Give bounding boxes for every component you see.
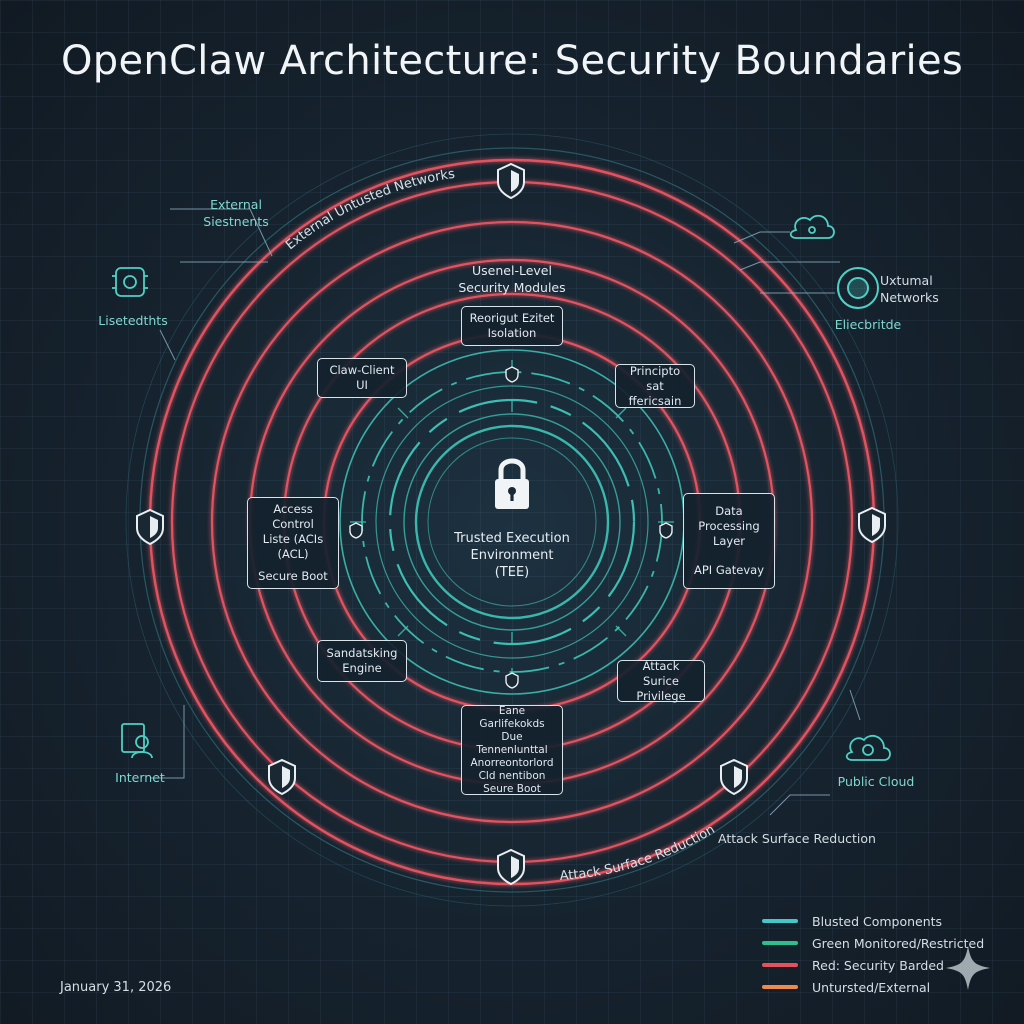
acl-line1: Access Control bbox=[272, 502, 314, 531]
access-control-box[interactable]: Access Control Liste (ACIs (ACL) Secure … bbox=[247, 497, 339, 589]
internet-label: Internet bbox=[115, 770, 165, 785]
ring-ticks bbox=[350, 360, 674, 684]
uxtumal-line1: Uxtumal bbox=[880, 273, 933, 288]
secure-boot-box[interactable]: Eane Garlifekokds Due Tennenlunttal Anor… bbox=[461, 705, 563, 795]
sandboxing-line2: Engine bbox=[342, 661, 382, 675]
attack-surface-reduction-label: Attack Surface Reduction bbox=[718, 831, 876, 846]
isolation-line1: Reorigut Ezitet bbox=[469, 311, 555, 325]
legend-item: Untursted/External bbox=[762, 976, 984, 998]
device-label: Lisetedthts bbox=[98, 313, 168, 328]
small-shield-icon bbox=[505, 366, 519, 383]
data-processing-line1: Data bbox=[715, 504, 743, 518]
isolation-line2: Isolation bbox=[487, 326, 537, 340]
legend-item: Green Monitored/Restricted bbox=[762, 932, 984, 954]
sandboxing-line1: Sandatsking bbox=[326, 646, 398, 660]
lock-icon bbox=[495, 458, 529, 509]
shield-icon bbox=[497, 848, 525, 886]
bottom-box-line1: Eane Garlifekokds bbox=[479, 704, 545, 730]
data-processing-line2: Processing bbox=[698, 519, 760, 533]
legend: Blusted Components Green Monitored/Restr… bbox=[762, 910, 984, 998]
legend-item: Red: Security Barded bbox=[762, 954, 984, 976]
legend-label: Red: Security Barded bbox=[812, 957, 944, 973]
claw-client-ui-box[interactable]: Claw-Client UI bbox=[317, 358, 407, 398]
public-cloud-icon bbox=[845, 734, 891, 761]
sandboxing-engine-box[interactable]: Sandatsking Engine bbox=[317, 640, 407, 682]
shield-icon bbox=[497, 162, 525, 200]
data-processing-line3: Layer bbox=[712, 534, 746, 548]
electrible-label: Eliecbritde bbox=[834, 317, 902, 332]
legend-swatch bbox=[762, 919, 798, 923]
legend-label: Untursted/External bbox=[812, 979, 931, 995]
tee-line2: Environment bbox=[470, 548, 554, 563]
ring-label-top: External Untusted Networks bbox=[283, 167, 456, 253]
shield-icon bbox=[136, 508, 164, 546]
legend-swatch bbox=[762, 963, 798, 967]
legend-swatch bbox=[762, 941, 798, 945]
internet-user-icon bbox=[121, 723, 153, 759]
acl-line3: (ACL) bbox=[277, 547, 309, 561]
bottom-box-line3: Anorreontorlord bbox=[470, 756, 554, 769]
principle-box[interactable]: Principto sat ffericsain bbox=[615, 364, 695, 408]
bottom-box-line5: Seure Boot bbox=[483, 782, 541, 795]
external-line1: External bbox=[210, 197, 262, 212]
claw-client-line1: Claw-Client UI bbox=[329, 363, 395, 392]
security-modules-line1: Usenel-Level bbox=[472, 263, 552, 278]
bottom-box-line2: Due Tennenlunttal bbox=[476, 730, 548, 756]
attack-surface-line1: Attack Surice bbox=[642, 658, 680, 688]
principle-line2: ffericsain bbox=[628, 393, 682, 408]
small-shield-icon bbox=[349, 522, 363, 539]
connector-lines bbox=[150, 208, 861, 816]
date-label: January 31, 2026 bbox=[60, 980, 172, 995]
uxtumal-line2: Networks bbox=[880, 290, 939, 305]
small-shield-icon bbox=[659, 522, 673, 539]
cloud-icon bbox=[789, 214, 835, 239]
principle-line1: Principto sat bbox=[629, 363, 681, 393]
device-icon bbox=[112, 267, 148, 297]
ring-label-bottom: Attack Surface Reduction bbox=[559, 822, 717, 884]
bottom-box-line4: Cld nentibon bbox=[478, 769, 546, 782]
legend-label: Green Monitored/Restricted bbox=[812, 935, 985, 951]
legend-label: Blusted Components bbox=[812, 913, 943, 929]
page-title: OpenClaw Architecture: Security Boundari… bbox=[61, 38, 963, 84]
acl-line4: Secure Boot bbox=[258, 569, 328, 583]
shield-icon bbox=[720, 758, 748, 796]
security-modules-line2: Security Modules bbox=[458, 280, 566, 295]
shield-icon bbox=[268, 758, 296, 796]
legend-swatch bbox=[762, 985, 798, 989]
legend-item: Blusted Components bbox=[762, 910, 984, 932]
tee-line1: Trusted Execution bbox=[454, 531, 570, 546]
acl-line2: Liste (ACIs bbox=[262, 532, 324, 546]
data-processing-box[interactable]: Data Processing Layer API Gatevay bbox=[683, 493, 775, 589]
security-modules-label: Usenel-Level Security Modules bbox=[432, 262, 592, 296]
attack-surface-box[interactable]: Attack Surice Privilege bbox=[617, 658, 705, 703]
shield-icon bbox=[858, 506, 886, 544]
tee-line3: (TEE) bbox=[494, 565, 530, 580]
external-systems-label: External Siestnents bbox=[186, 196, 286, 230]
tee-label: Trusted Execution Environment (TEE) bbox=[430, 530, 594, 581]
external-networks-label: Uxtumal Networks bbox=[880, 272, 970, 306]
public-cloud-label: Public Cloud bbox=[837, 774, 915, 789]
small-shield-icon bbox=[505, 672, 519, 689]
data-processing-line4: API Gatevay bbox=[693, 563, 765, 577]
external-line2: Siestnents bbox=[203, 214, 269, 229]
attack-surface-line2: Privilege bbox=[636, 688, 686, 703]
isolation-box[interactable]: Reorigut Ezitet Isolation bbox=[461, 306, 563, 346]
sparkle-icon bbox=[946, 946, 990, 990]
network-globe-icon bbox=[837, 267, 879, 309]
